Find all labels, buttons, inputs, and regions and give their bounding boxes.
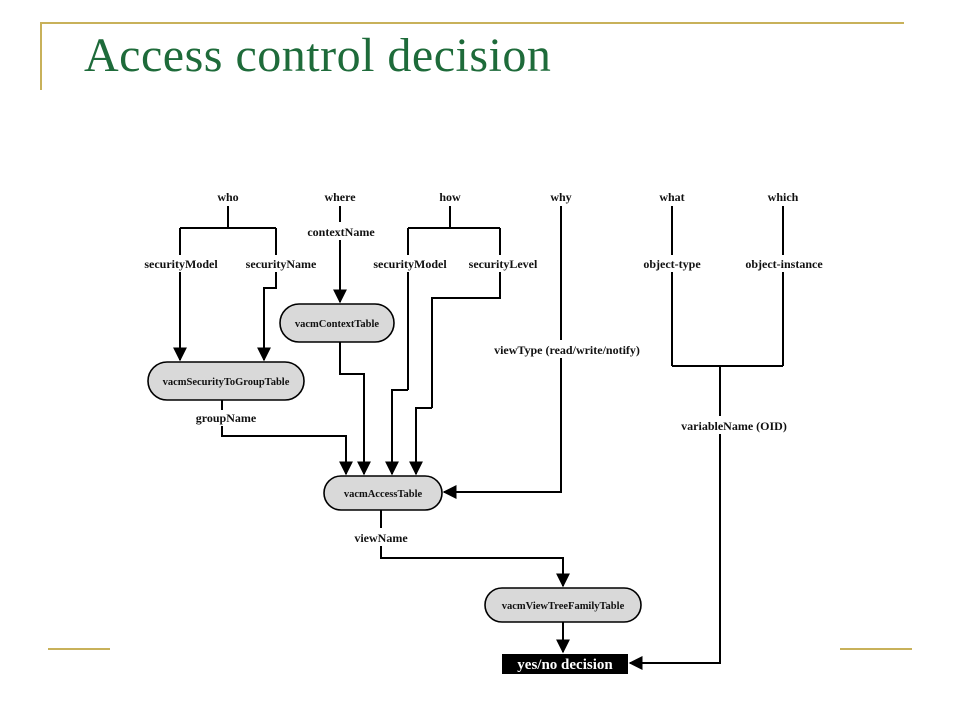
who-label: who xyxy=(217,190,238,204)
security-name-to-group-arrow xyxy=(257,272,277,362)
view-type-to-access-arrow xyxy=(442,358,562,499)
slide-title: Access control decision xyxy=(84,29,552,82)
view-name-to-tree-arrow xyxy=(380,546,570,588)
security-level-to-access-arrow-lower xyxy=(409,407,432,476)
which-label: which xyxy=(768,190,799,204)
security-level-label: securityLevel xyxy=(469,257,538,271)
group-name-label: groupName xyxy=(196,411,257,425)
how-branch xyxy=(407,206,501,255)
decision-box: yes/no decision xyxy=(502,654,628,674)
who-branch xyxy=(179,206,277,255)
frame-bottom-right-line xyxy=(840,648,912,650)
context-table-label: vacmContextTable xyxy=(295,319,380,330)
security-model-label-2: securityModel xyxy=(373,257,447,271)
context-table-box: vacmContextTable xyxy=(279,303,395,343)
security-to-group-table-label: vacmSecurityToGroupTable xyxy=(163,377,290,388)
decision-label: yes/no decision xyxy=(517,657,613,673)
view-tree-family-table-label: vacmViewTreeFamilyTable xyxy=(502,601,625,612)
access-table-box: vacmAccessTable xyxy=(323,475,443,511)
object-instance-label: object-instance xyxy=(745,257,823,271)
security-model-label-1: securityModel xyxy=(144,257,218,271)
context-table-to-access-arrow xyxy=(339,342,371,476)
object-type-label: object-type xyxy=(643,257,701,271)
how-label: how xyxy=(439,190,461,204)
frame-left-line xyxy=(40,22,42,90)
security-level-to-access-arrow xyxy=(431,272,501,408)
security-to-group-table-box: vacmSecurityToGroupTable xyxy=(147,361,305,401)
context-name-label: contextName xyxy=(307,225,375,239)
frame-top-line xyxy=(40,22,904,24)
variable-name-to-decision-arrow xyxy=(628,434,721,670)
view-tree-family-table-box: vacmViewTreeFamilyTable xyxy=(484,587,642,623)
access-table-label: vacmAccessTable xyxy=(344,489,423,500)
why-label: why xyxy=(550,190,571,204)
what-label: what xyxy=(659,190,684,204)
security-model-to-access-arrow-lower xyxy=(385,389,408,476)
view-type-label: viewType (read/write/notify) xyxy=(494,343,640,357)
variable-name-label: variableName (OID) xyxy=(681,419,787,433)
what-which-branch xyxy=(671,206,784,416)
frame-bottom-left-line xyxy=(48,648,110,650)
security-name-label: securityName xyxy=(246,257,317,271)
view-name-label: viewName xyxy=(354,531,408,545)
group-name-to-access-arrow xyxy=(221,426,353,476)
where-label: where xyxy=(324,190,356,204)
